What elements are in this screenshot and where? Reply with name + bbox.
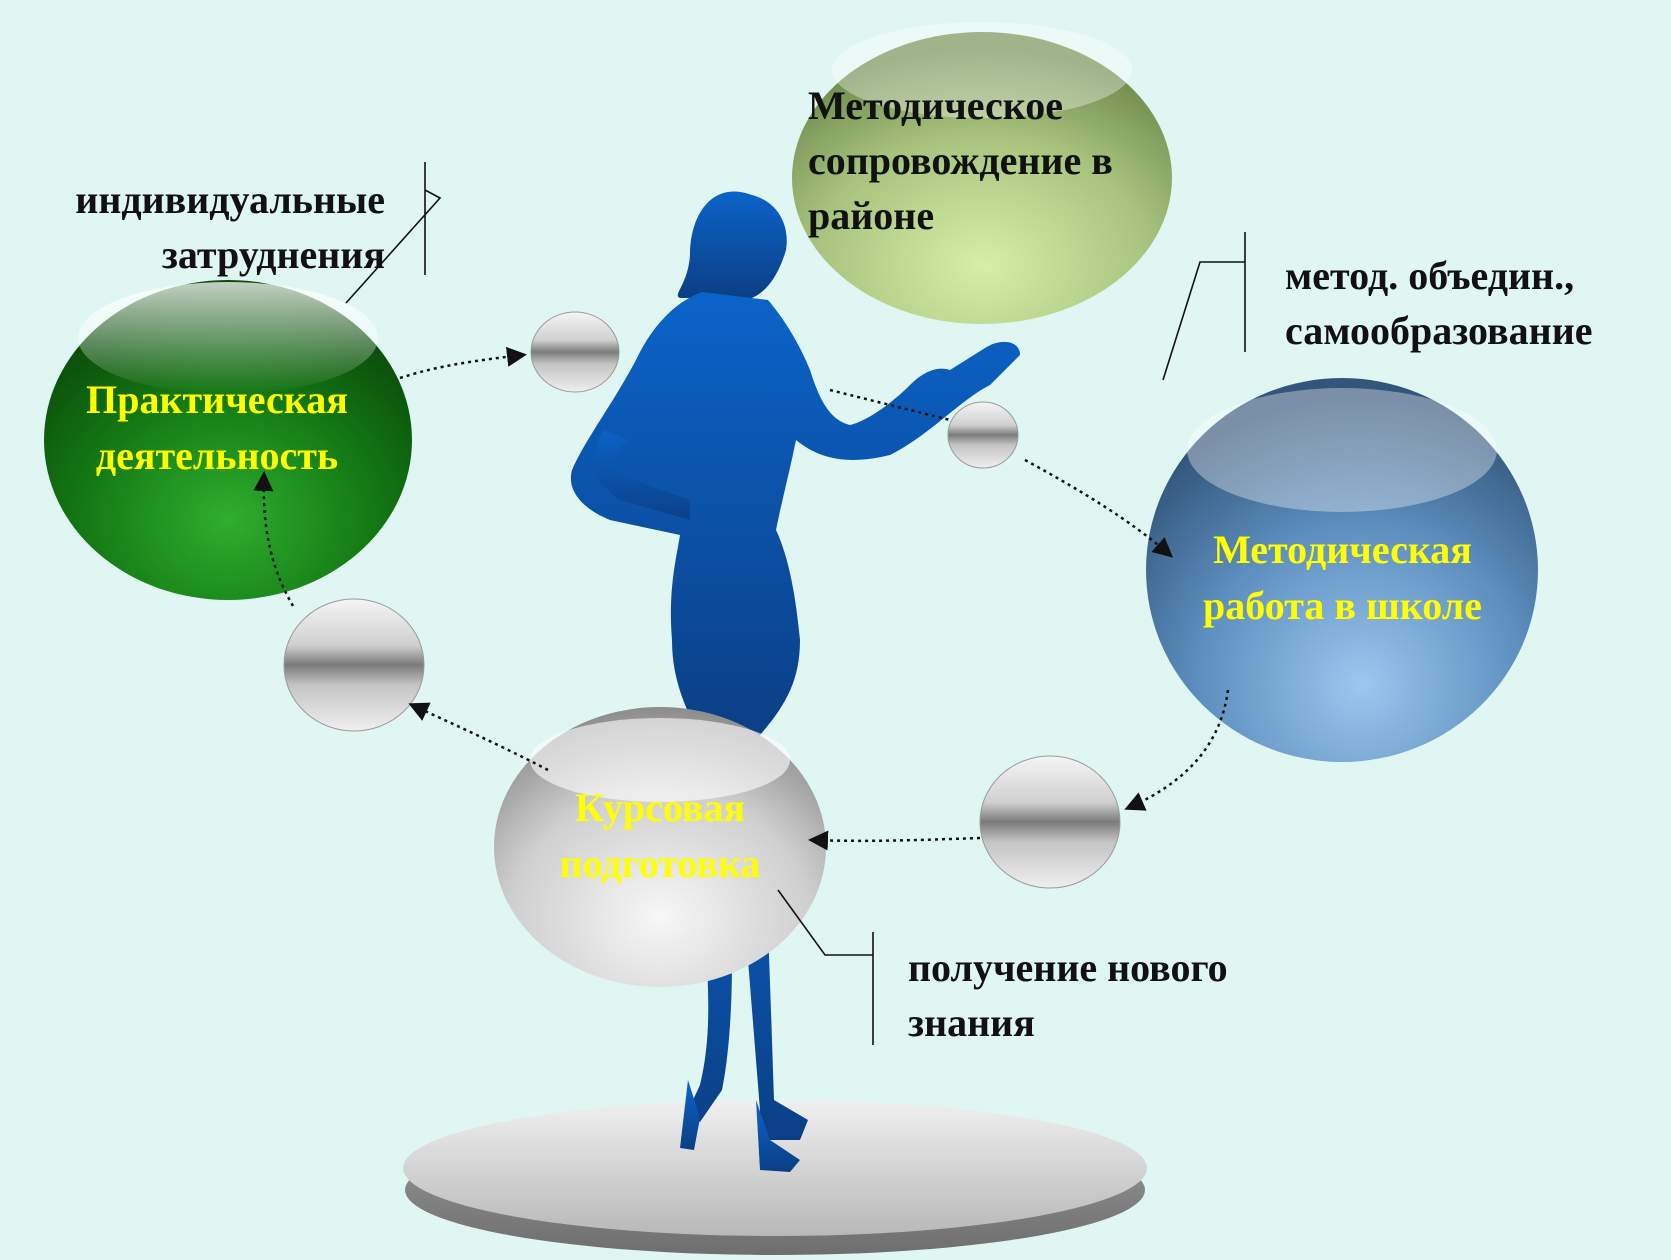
- difficulties-note: индивидуальные затруднения: [75, 177, 385, 278]
- practice-ball[interactable]: [44, 280, 412, 600]
- callout-difficulties: [345, 162, 442, 304]
- connector-ball: [979, 755, 1121, 889]
- connector-ball: [947, 401, 1019, 469]
- district-ball[interactable]: [792, 22, 1172, 324]
- school-ball[interactable]: [1146, 378, 1538, 762]
- connector-ball: [530, 311, 620, 393]
- district-ball-label: Методическое сопровождение в районе: [808, 83, 1113, 239]
- school-ball-label: Методическая работа в школе: [1203, 527, 1482, 628]
- callout-associations: [1162, 232, 1246, 381]
- connector-ball: [283, 598, 425, 732]
- arrow-lower-to-courses: [808, 830, 981, 851]
- arrow-practice-to-top: [399, 346, 527, 380]
- arrow-left-to-practice: [253, 471, 295, 607]
- courses-ball[interactable]: [494, 707, 826, 987]
- arrow-school-to-lower: [1124, 689, 1230, 811]
- courses-ball-label: Курсовая подготовка: [559, 785, 761, 886]
- callout-new-knowledge: [777, 889, 874, 1045]
- practice-ball-label: Практическая деятельность: [86, 377, 348, 478]
- associations-note: метод. объедин., самообразование: [1285, 253, 1593, 354]
- arrow-mid-to-school: [1024, 458, 1174, 558]
- arrow-courses-to-left: [408, 702, 549, 772]
- new-knowledge-note: получение нового знания: [908, 945, 1228, 1046]
